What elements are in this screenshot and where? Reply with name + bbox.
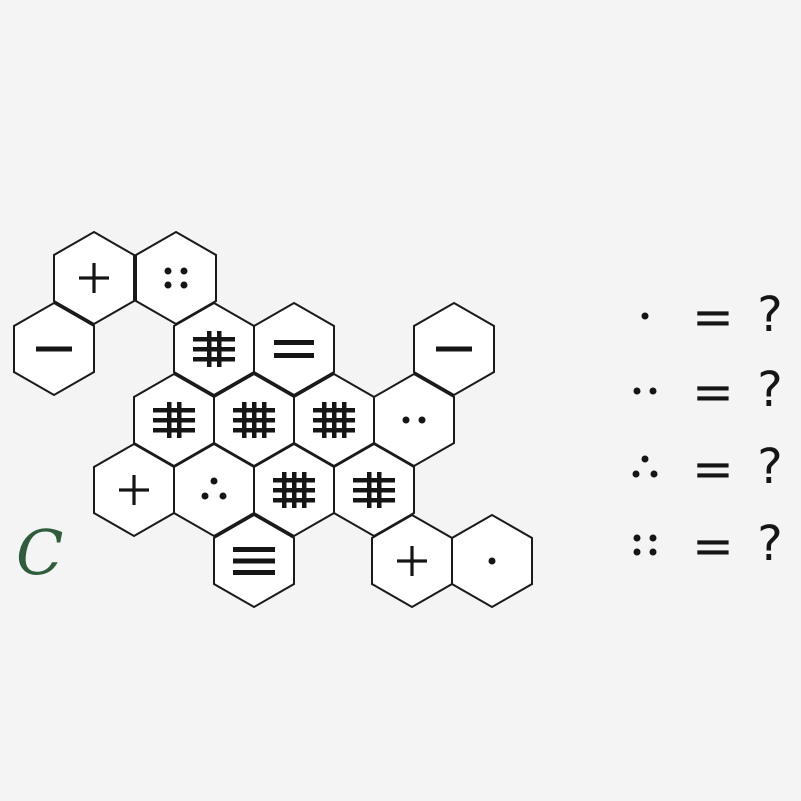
- dot: [649, 387, 657, 395]
- dot: [219, 492, 227, 500]
- stroke: [262, 402, 267, 438]
- dot: [633, 534, 641, 542]
- stroke: [274, 340, 314, 345]
- stroke: [332, 402, 337, 438]
- stroke: [410, 546, 414, 576]
- hex-cell-plus: [53, 230, 135, 326]
- equals-sign: =: [692, 440, 734, 498]
- answer-placeholder[interactable]: ?: [757, 439, 783, 495]
- dot: [164, 281, 172, 289]
- stroke: [92, 263, 96, 293]
- stroke: [282, 472, 287, 508]
- stroke: [302, 472, 307, 508]
- equation-row-4: = ?: [600, 517, 800, 577]
- dot: [641, 455, 649, 463]
- equation-row-2: = ?: [600, 363, 800, 423]
- equation-symbol-4: [633, 534, 657, 556]
- stroke: [153, 428, 195, 433]
- stroke: [233, 570, 275, 575]
- symbol-dots-2: [633, 387, 657, 395]
- stroke: [436, 346, 472, 352]
- equation-symbol-2: [633, 387, 657, 395]
- stroke: [274, 353, 314, 358]
- stroke: [252, 402, 257, 438]
- hex-cell-dot-1: [451, 513, 533, 609]
- hex-cell-triple-bar: [213, 513, 295, 609]
- stroke: [193, 337, 235, 342]
- stroke: [153, 418, 195, 423]
- stroke: [353, 498, 395, 503]
- dot: [488, 557, 496, 565]
- dot: [649, 548, 657, 556]
- answer-placeholder[interactable]: ?: [757, 362, 783, 418]
- puzzle-label: C: [16, 516, 64, 589]
- equals-sign: =: [692, 363, 734, 421]
- stroke: [233, 547, 275, 552]
- stroke: [292, 472, 297, 508]
- stroke: [193, 357, 235, 362]
- dot: [180, 267, 188, 275]
- hex-cell-minus: [413, 301, 495, 397]
- answer-placeholder[interactable]: ?: [757, 516, 783, 572]
- stroke: [177, 402, 182, 438]
- dot: [633, 387, 641, 395]
- stroke: [233, 558, 275, 564]
- answer-placeholder[interactable]: ?: [757, 287, 783, 343]
- stroke: [353, 478, 395, 483]
- symbol-dots-3: [632, 455, 658, 478]
- equation-symbol-3: [632, 455, 658, 478]
- hex-outline: [253, 301, 335, 397]
- stroke: [217, 331, 222, 367]
- hex-cell-hash-3v3h: [253, 442, 335, 538]
- hex-cell-hash-3v3h: [293, 372, 375, 468]
- stroke: [36, 346, 72, 352]
- equals-sign: =: [692, 517, 734, 575]
- hex-cell-minus: [13, 301, 95, 397]
- stroke: [153, 408, 195, 413]
- dot: [633, 548, 641, 556]
- hex-cell-equal: [253, 301, 335, 397]
- dot: [402, 416, 410, 424]
- stroke: [377, 472, 382, 508]
- dot: [201, 492, 209, 500]
- equals-sign: =: [692, 288, 734, 346]
- dot: [632, 470, 640, 478]
- dot: [650, 470, 658, 478]
- dot: [418, 416, 426, 424]
- stroke: [353, 488, 395, 493]
- equation-row-1: = ?: [600, 288, 800, 348]
- stroke: [342, 402, 347, 438]
- stroke: [193, 347, 235, 352]
- dot: [641, 312, 649, 320]
- hex-cell-hash-2v3h: [133, 372, 215, 468]
- stroke: [132, 475, 136, 505]
- equation-row-3: = ?: [600, 440, 800, 500]
- stroke: [322, 402, 327, 438]
- stroke: [367, 472, 372, 508]
- equation-symbol-1: [641, 312, 649, 320]
- dot: [164, 267, 172, 275]
- stroke: [167, 402, 172, 438]
- stroke: [242, 402, 247, 438]
- dot: [210, 477, 218, 485]
- stroke: [207, 331, 212, 367]
- dot: [180, 281, 188, 289]
- symbol-dots-4: [633, 534, 657, 556]
- dot: [649, 534, 657, 542]
- symbol-dot-1: [641, 312, 649, 320]
